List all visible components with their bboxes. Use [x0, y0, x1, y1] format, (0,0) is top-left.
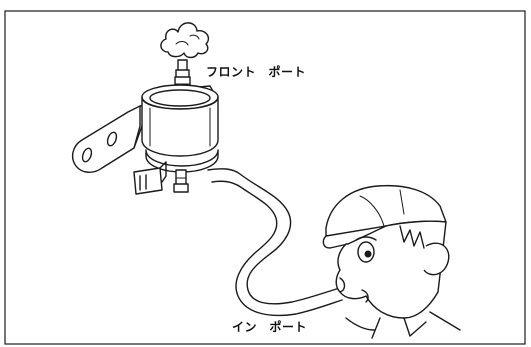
- smoke-puff-icon: [160, 22, 210, 59]
- connector-icon: [133, 161, 167, 195]
- mounting-bracket-icon: [71, 85, 216, 173]
- hose-icon: [207, 168, 343, 317]
- in-port-label: イン ポート: [232, 320, 308, 334]
- figure-frame: [4, 10, 526, 345]
- front-port-label: フロント ポート: [206, 65, 307, 79]
- mechanic-figure-icon: [322, 184, 461, 339]
- canister-icon: [141, 84, 219, 193]
